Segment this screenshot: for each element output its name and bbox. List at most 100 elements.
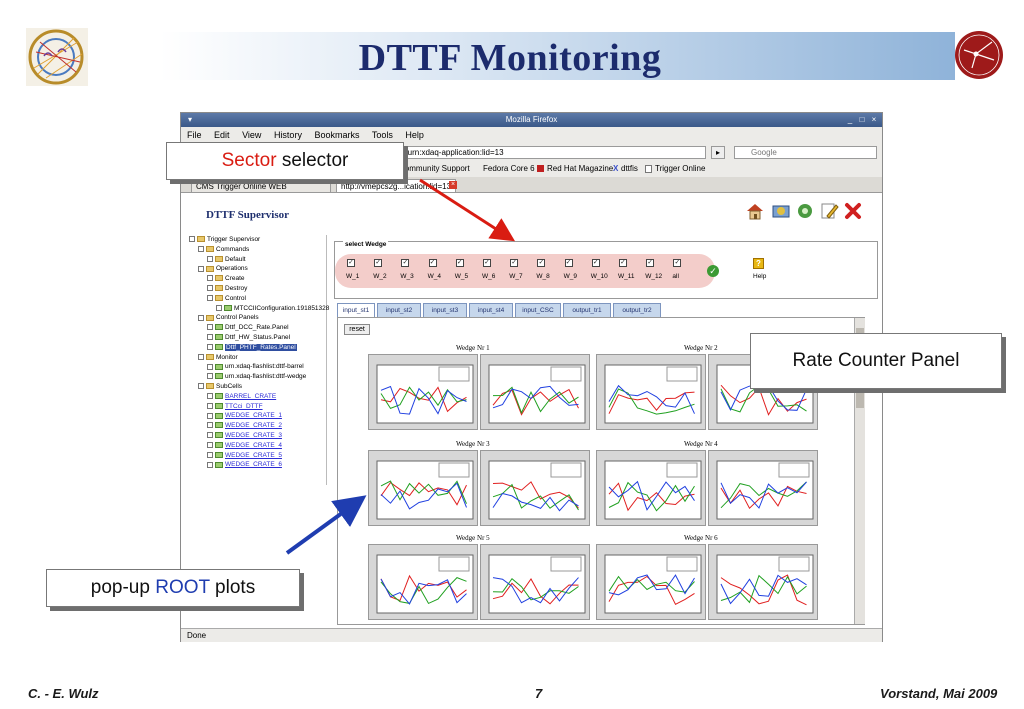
maximize-icon[interactable]: □: [859, 115, 865, 124]
menu-tools[interactable]: Tools: [371, 130, 393, 140]
tree-item[interactable]: Operations: [198, 264, 248, 273]
expand-icon[interactable]: [207, 324, 213, 331]
expand-icon[interactable]: [198, 383, 204, 390]
expand-icon[interactable]: [198, 246, 204, 253]
wedge-checkbox[interactable]: ✓: [619, 259, 627, 267]
home-icon[interactable]: [745, 201, 765, 221]
tree-item[interactable]: Dttf_PHTF_Rates.Panel: [207, 343, 297, 352]
tree-item[interactable]: WEDGE_CRATE_6: [207, 460, 282, 469]
tree-item[interactable]: BARREL_CRATE: [207, 392, 276, 401]
expand-icon[interactable]: [207, 422, 213, 429]
panel-tab[interactable]: input_st2: [377, 303, 421, 317]
expand-icon[interactable]: [207, 442, 213, 449]
wedge-checkbox[interactable]: ✓: [455, 259, 464, 267]
window-menu-icon[interactable]: ▾: [187, 115, 192, 124]
minimize-icon[interactable]: _: [847, 115, 853, 124]
tree-item[interactable]: Dttf_DCC_Rate.Panel: [207, 323, 289, 332]
tree-item[interactable]: MTCCIIConfiguration.191851328: [216, 304, 329, 313]
expand-icon[interactable]: [198, 314, 204, 321]
menu-history[interactable]: History: [273, 130, 302, 140]
menu-bookmarks[interactable]: Bookmarks: [314, 130, 360, 140]
expand-icon[interactable]: [207, 393, 213, 400]
tree-item[interactable]: Control Panels: [198, 313, 259, 322]
expand-icon[interactable]: [207, 285, 213, 292]
bookmark-community-support[interactable]: Community Support: [399, 164, 470, 173]
expand-icon[interactable]: [189, 236, 195, 243]
tree-item[interactable]: Create: [207, 274, 245, 283]
expand-icon[interactable]: [207, 461, 213, 468]
bookmark-trigger-online[interactable]: Trigger Online: [655, 164, 706, 173]
help-label[interactable]: Help: [753, 273, 767, 280]
root-plot[interactable]: [480, 354, 590, 430]
wedge-checkbox[interactable]: ✓: [347, 259, 355, 267]
refresh-icon[interactable]: [771, 201, 791, 221]
root-plot[interactable]: [480, 544, 590, 620]
search-input[interactable]: Google: [734, 146, 877, 159]
expand-icon[interactable]: [198, 353, 204, 360]
wedge-checkbox[interactable]: ✓: [401, 259, 410, 267]
tree-item[interactable]: WEDGE_CRATE_1: [207, 411, 282, 420]
go-button[interactable]: ▸: [711, 146, 725, 159]
panel-tab[interactable]: output_tr1: [563, 303, 611, 317]
help-icon[interactable]: ?: [753, 258, 764, 269]
expand-icon[interactable]: [207, 451, 213, 458]
wedge-checkbox[interactable]: ✓: [428, 259, 437, 267]
root-plot[interactable]: [596, 544, 706, 620]
delete-icon[interactable]: [843, 201, 863, 221]
tree-item[interactable]: Monitor: [198, 353, 238, 362]
tree-item[interactable]: Trigger Supervisor: [189, 235, 260, 244]
expand-icon[interactable]: [207, 344, 213, 351]
wedge-checkbox[interactable]: ✓: [510, 259, 519, 267]
root-plot[interactable]: [596, 354, 706, 430]
expand-icon[interactable]: [207, 255, 213, 262]
menu-edit[interactable]: Edit: [214, 130, 230, 140]
expand-icon[interactable]: [207, 432, 213, 439]
menu-file[interactable]: File: [187, 130, 202, 140]
apply-check-icon[interactable]: ✓: [707, 265, 719, 277]
wedge-checkbox[interactable]: ✓: [483, 259, 491, 267]
edit-icon[interactable]: [819, 201, 839, 221]
menu-view[interactable]: View: [242, 130, 262, 140]
root-plot[interactable]: [708, 544, 818, 620]
close-icon[interactable]: ×: [871, 115, 877, 124]
expand-icon[interactable]: [207, 402, 213, 409]
tree-item[interactable]: WEDGE_CRATE_3: [207, 431, 282, 440]
close-tab-icon[interactable]: ×: [449, 181, 457, 189]
bookmark-dttfis[interactable]: dttfis: [621, 164, 638, 173]
tree-item[interactable]: Dttf_HW_Status.Panel: [207, 333, 290, 342]
expand-icon[interactable]: [216, 304, 222, 311]
wedge-checkbox[interactable]: ✓: [564, 259, 573, 267]
tree-item[interactable]: Default: [207, 255, 246, 264]
expand-icon[interactable]: [207, 373, 213, 380]
tree-item[interactable]: Control: [207, 294, 246, 303]
menu-help[interactable]: Help: [405, 130, 424, 140]
root-plot[interactable]: [368, 544, 478, 620]
tree-item[interactable]: WEDGE_CRATE_4: [207, 441, 282, 450]
expand-icon[interactable]: [198, 265, 204, 272]
bookmark-fedora-core[interactable]: Fedora Core 6: [483, 164, 535, 173]
panel-tab[interactable]: input_st4: [469, 303, 513, 317]
tree-item[interactable]: WEDGE_CRATE_2: [207, 421, 282, 430]
root-plot[interactable]: [708, 450, 818, 526]
expand-icon[interactable]: [207, 275, 213, 282]
tree-item[interactable]: urn.xdaq-flashlist:dttf-wedge: [207, 372, 306, 381]
expand-icon[interactable]: [207, 295, 213, 302]
expand-icon[interactable]: [207, 363, 213, 370]
panel-tab[interactable]: input_st3: [423, 303, 467, 317]
panel-tab[interactable]: input_CSC: [515, 303, 561, 317]
panel-tab[interactable]: output_tr2: [613, 303, 661, 317]
tree-item[interactable]: Destroy: [207, 284, 247, 293]
tree-item[interactable]: Commands: [198, 245, 249, 254]
tree-item[interactable]: urn.xdaq-flashlist:dttf-barrel: [207, 362, 304, 371]
wedge-checkbox[interactable]: ✓: [591, 259, 600, 267]
root-plot[interactable]: [596, 450, 706, 526]
settings-icon[interactable]: [795, 201, 815, 221]
tree-item[interactable]: SubCells: [198, 382, 242, 391]
root-plot[interactable]: [368, 354, 478, 430]
expand-icon[interactable]: [207, 334, 213, 341]
wedge-checkbox[interactable]: ✓: [646, 259, 655, 267]
root-plot[interactable]: [368, 450, 478, 526]
bookmark-red-hat-magazine[interactable]: Red Hat Magazine: [547, 164, 614, 173]
reset-button[interactable]: reset: [344, 324, 370, 335]
panel-tab[interactable]: input_st1: [337, 303, 375, 317]
